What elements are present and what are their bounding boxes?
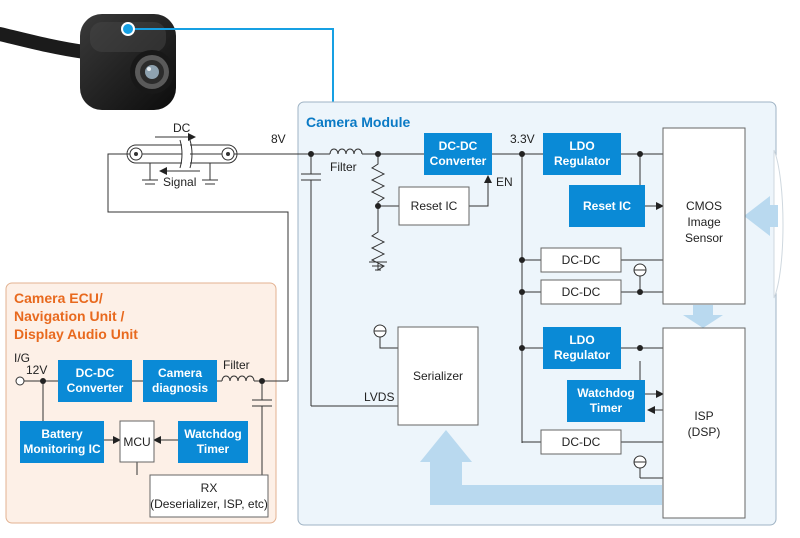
ig-label: I/G bbox=[14, 351, 30, 365]
isp-dsp-block bbox=[662, 327, 746, 519]
camera-leader-line bbox=[128, 28, 334, 112]
reset-ic-blue-label: Reset IC bbox=[583, 199, 631, 213]
watchdog-timer-module bbox=[567, 380, 645, 422]
module-wires bbox=[270, 151, 664, 479]
mcu-label: MCU bbox=[123, 435, 150, 449]
rx-title: RX bbox=[201, 481, 218, 495]
rx-subtitle: (Deserializer, ISP, etc) bbox=[150, 497, 268, 511]
svg-text:CMOS: CMOS bbox=[686, 199, 722, 213]
module-filter-label: Filter bbox=[330, 160, 357, 174]
dcdc-block-2 bbox=[540, 279, 622, 305]
ecu-dcdc-converter-block bbox=[58, 360, 132, 402]
svg-text:diagnosis: diagnosis bbox=[152, 381, 208, 395]
svg-text:Watchdog: Watchdog bbox=[577, 386, 635, 400]
serializer-block bbox=[397, 326, 479, 426]
rx-block bbox=[149, 474, 269, 518]
svg-text:LDO: LDO bbox=[569, 139, 594, 153]
ecu-watchdog-timer-block bbox=[178, 421, 248, 463]
mcu-block bbox=[119, 420, 155, 463]
light-arrow-sensor-to-isp bbox=[683, 305, 723, 328]
battery-monitoring-ic-block bbox=[20, 421, 104, 463]
svg-text:DC-DC: DC-DC bbox=[439, 139, 478, 153]
svg-text:LDO: LDO bbox=[569, 333, 594, 347]
svg-text:Converter: Converter bbox=[430, 154, 487, 168]
reset-ic-block-blue bbox=[569, 185, 645, 227]
coax-cable bbox=[107, 133, 289, 381]
svg-text:Monitoring IC: Monitoring IC bbox=[23, 442, 101, 456]
svg-text:(DSP): (DSP) bbox=[688, 425, 721, 439]
svg-text:Sensor: Sensor bbox=[685, 231, 723, 245]
camera-leader-dot bbox=[121, 22, 135, 36]
dcdc-1-label: DC-DC bbox=[562, 253, 601, 267]
voltage-33v-label: 3.3V bbox=[510, 132, 535, 146]
en-label: EN bbox=[496, 175, 513, 189]
dcdc-3-label: DC-DC bbox=[562, 435, 601, 449]
svg-text:DC-DC: DC-DC bbox=[76, 366, 115, 380]
dcdc-block-1 bbox=[540, 247, 622, 273]
ecu-wires bbox=[15, 376, 288, 475]
cable-signal-label: Signal bbox=[163, 175, 196, 189]
svg-text:Regulator: Regulator bbox=[554, 348, 610, 362]
svg-text:Watchdog: Watchdog bbox=[184, 427, 242, 441]
svg-text:Image: Image bbox=[687, 215, 721, 229]
dcdc-block-3 bbox=[540, 429, 622, 455]
serializer-label: Serializer bbox=[413, 369, 463, 383]
ecu-filter-label: Filter bbox=[223, 358, 250, 372]
svg-text:Battery: Battery bbox=[41, 427, 83, 441]
ldo-regulator-bottom bbox=[543, 327, 621, 369]
camera-diagnosis-block bbox=[143, 360, 217, 402]
cable-dc-label: DC bbox=[173, 121, 191, 135]
ecu-title: Camera ECU/ Navigation Unit / Display Au… bbox=[14, 290, 138, 342]
svg-text:Regulator: Regulator bbox=[554, 154, 610, 168]
camera-module-title: Camera Module bbox=[306, 114, 410, 130]
cmos-image-sensor-block bbox=[662, 127, 746, 305]
module-filter-inductor bbox=[329, 148, 363, 155]
svg-text:Timer: Timer bbox=[590, 401, 623, 415]
ecu-filter-inductor bbox=[221, 375, 255, 382]
reset-ic-block-left bbox=[398, 186, 470, 226]
svg-text:Camera: Camera bbox=[158, 366, 202, 380]
camera-photo bbox=[0, 14, 176, 110]
dcdc-converter-block bbox=[424, 133, 492, 175]
svg-text:Converter: Converter bbox=[67, 381, 124, 395]
light-arrow-into-sensor bbox=[744, 196, 778, 236]
lens-bezel bbox=[773, 149, 784, 299]
ldo-regulator-top bbox=[543, 133, 621, 175]
reset-ic-left-label: Reset IC bbox=[411, 199, 458, 213]
voltage-8v-label: 8V bbox=[271, 132, 286, 146]
svg-text:Timer: Timer bbox=[197, 442, 230, 456]
dcdc-2-label: DC-DC bbox=[562, 285, 601, 299]
lvds-label: LVDS bbox=[364, 390, 394, 404]
light-arrow-isp-to-serializer bbox=[420, 430, 662, 505]
svg-text:ISP: ISP bbox=[694, 409, 713, 423]
v12-label: 12V bbox=[26, 363, 47, 377]
